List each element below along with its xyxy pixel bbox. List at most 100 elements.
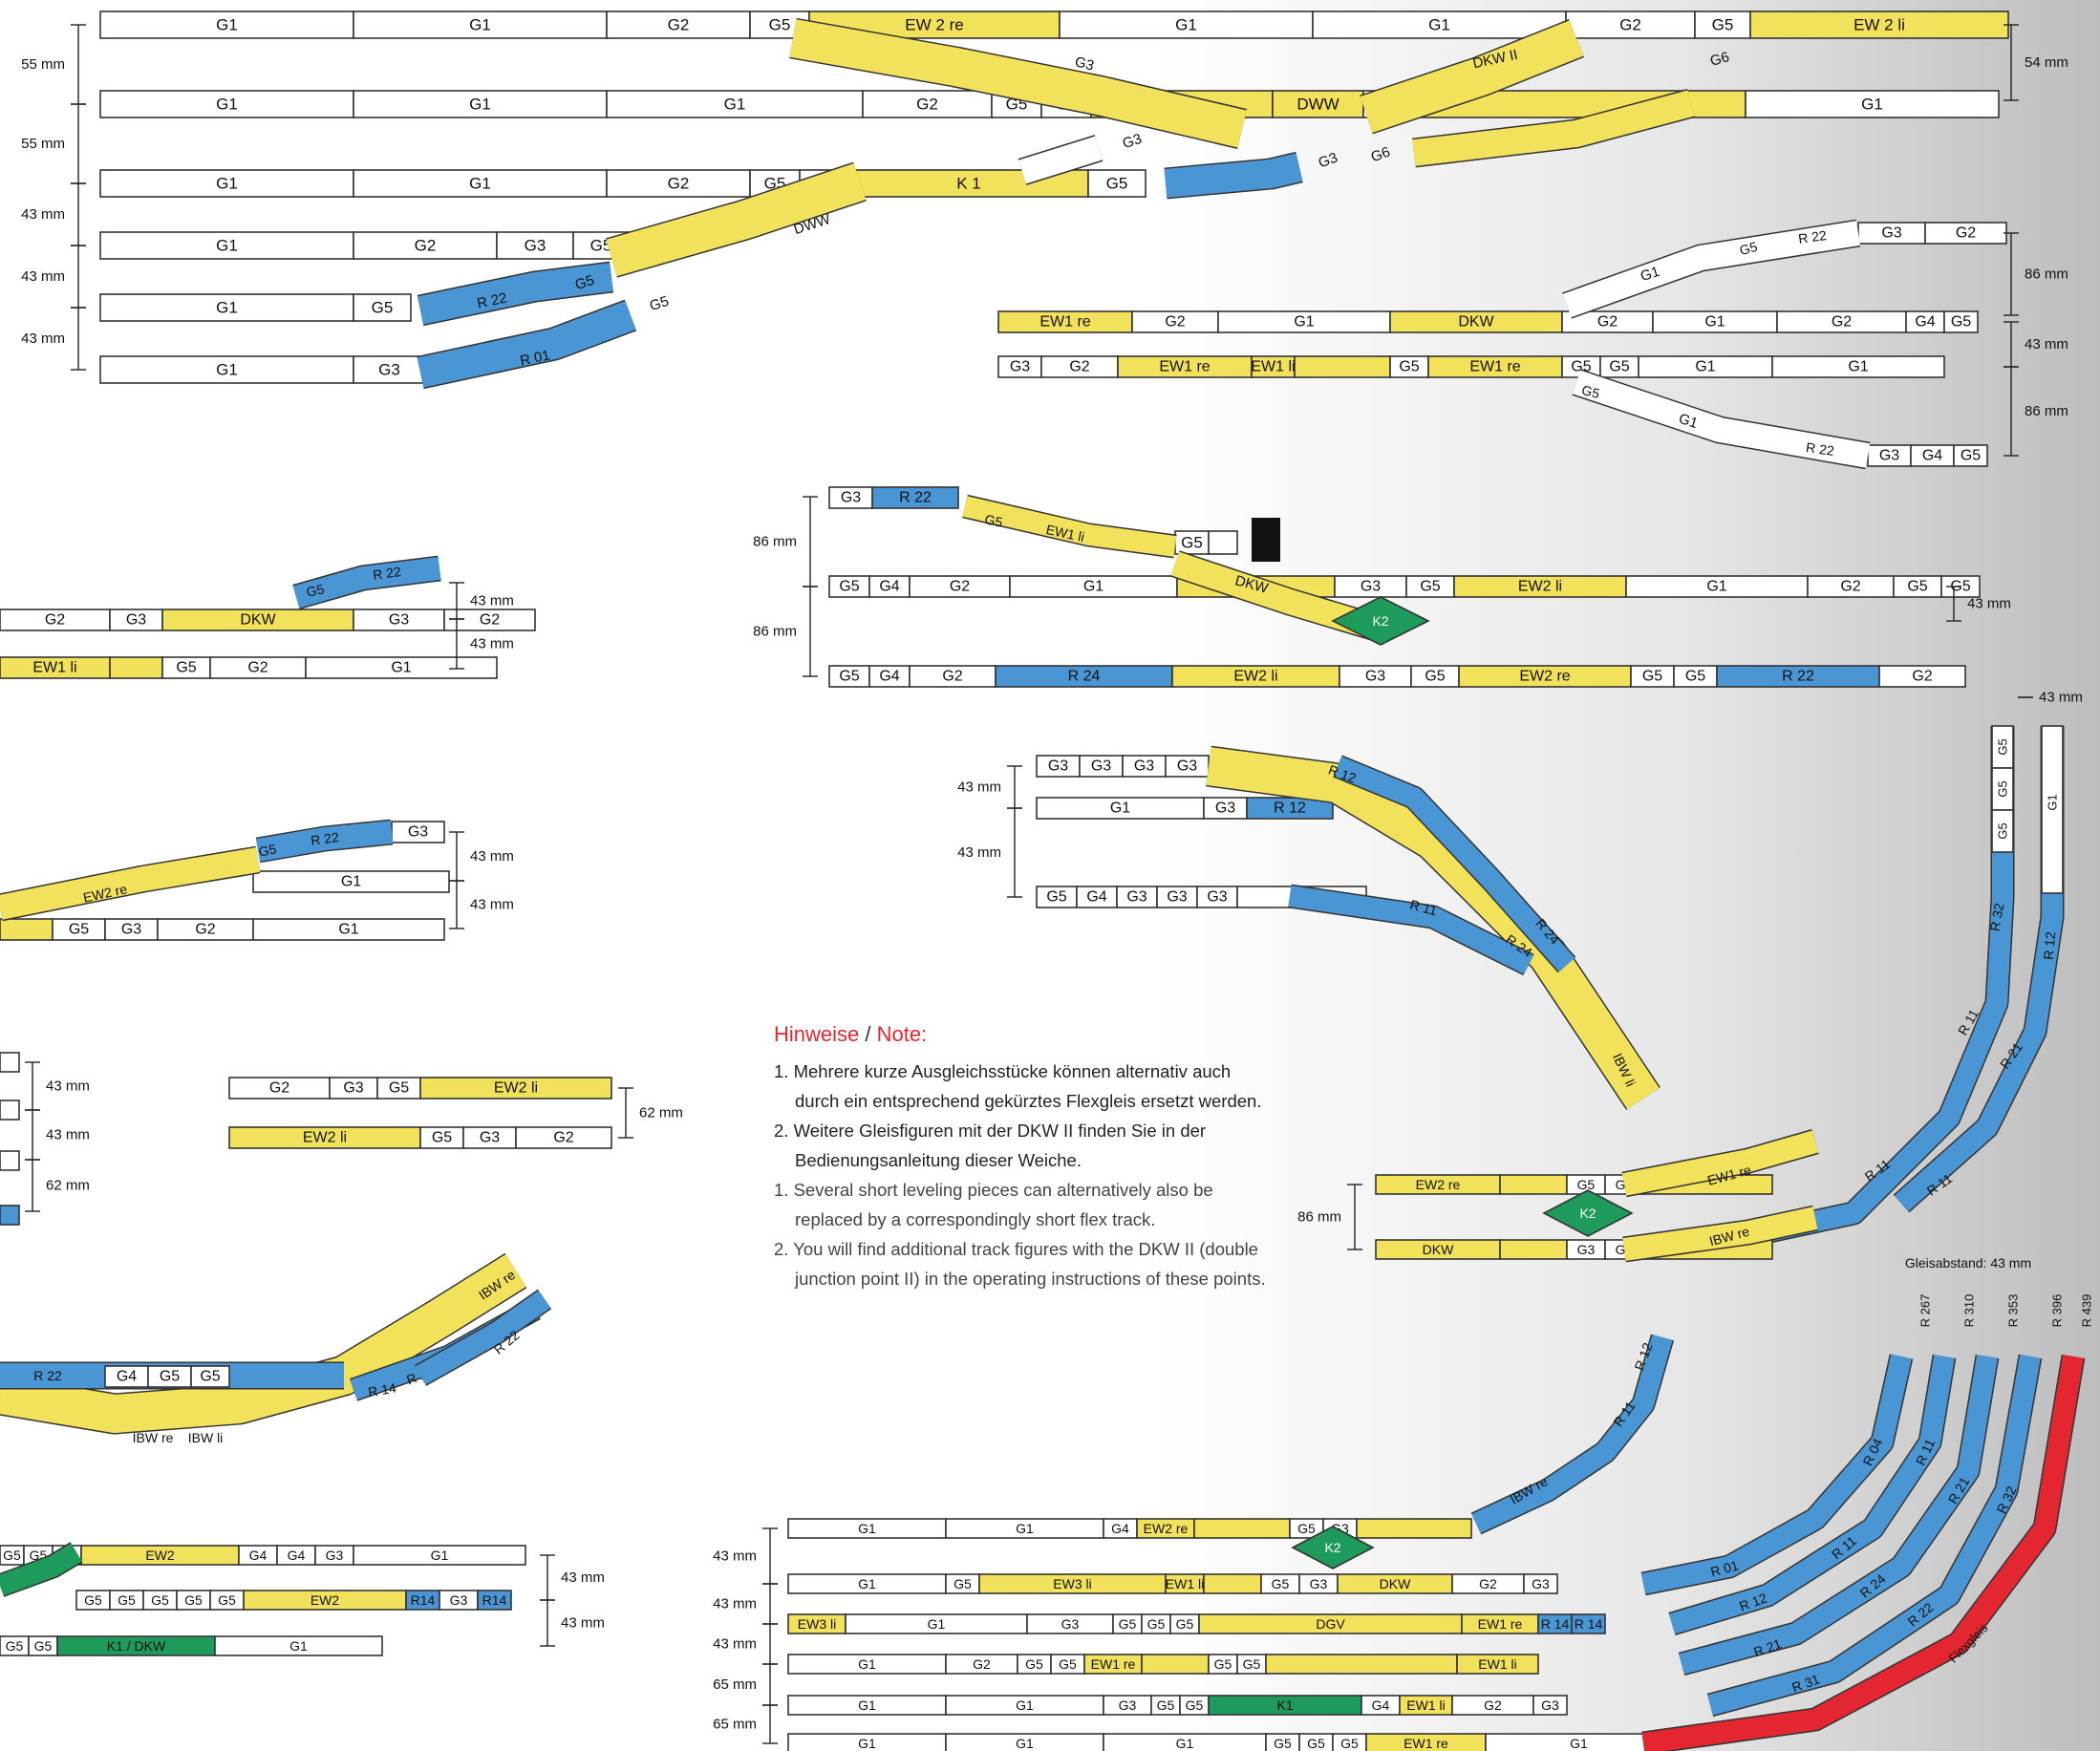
radius-legend-label: R 396 — [2050, 1294, 2065, 1328]
track-label: G5 — [1996, 738, 2010, 755]
track-label: EW1 re — [1091, 1656, 1136, 1672]
track-segment — [1294, 355, 1391, 378]
track-segment — [1499, 1174, 1568, 1195]
track-segment — [109, 656, 163, 679]
dimension-marker — [25, 1109, 40, 1161]
notes-list: 1. Mehrere kurze Ausgleichsstücke können… — [774, 1057, 1271, 1293]
track-label: G5 — [432, 1130, 452, 1146]
track-label: EW3 li — [798, 1616, 836, 1632]
track-label: G1 — [216, 175, 238, 193]
track-label: G3 — [841, 490, 861, 506]
track-label: R 01 — [1709, 1557, 1741, 1579]
track-band — [1641, 1355, 2084, 1751]
track-label: G3 — [1310, 1576, 1328, 1591]
track-segment — [1745, 90, 2000, 118]
track-label: G3 — [1121, 131, 1144, 152]
track-label: G2 — [942, 669, 962, 685]
track-label: R 22 — [476, 289, 509, 311]
track-label: G3 — [408, 824, 428, 841]
track-label: G4 — [1915, 314, 1935, 331]
track-label: K1 / DKW — [107, 1638, 166, 1654]
track-label: R 14 — [1541, 1616, 1570, 1632]
track-label: DKW — [1380, 1576, 1411, 1591]
track-label: EW2 re — [1416, 1177, 1461, 1192]
dimension-marker — [449, 880, 464, 929]
dimension-marker — [762, 1704, 778, 1744]
track-band — [1679, 1355, 1998, 1675]
track-label: G1 — [341, 874, 361, 890]
dimension-marker — [540, 1599, 555, 1647]
track-label: G1 — [216, 361, 238, 379]
track-segment — [1356, 1518, 1472, 1539]
notes-title-de: Hinweise — [774, 1022, 860, 1046]
dimension-marker — [71, 245, 86, 309]
dimension-label: 43 mm — [957, 844, 1001, 861]
track-band — [0, 1254, 526, 1433]
track-label: G2 — [950, 579, 970, 595]
track-label: G5 — [34, 1638, 53, 1654]
track-label: G1 — [1176, 1736, 1194, 1751]
track-segment — [1523, 1573, 1558, 1594]
note-en-2: 2. You will find additional track figure… — [774, 1239, 1266, 1289]
track-label: G1 — [858, 1521, 876, 1536]
track-label: DKW — [1423, 1242, 1454, 1257]
track-label: G3 — [1881, 225, 1901, 242]
track-label: G4 — [117, 1369, 137, 1385]
track-label: EW3 li — [1053, 1576, 1091, 1591]
track-label: G5 — [372, 299, 394, 317]
track-label: EW 2 re — [905, 16, 963, 34]
dimension-label: 65 mm — [713, 1676, 757, 1693]
track-label: G3 — [1207, 889, 1227, 906]
dimension-marker — [71, 103, 86, 184]
dimension-label: 43 mm — [470, 897, 514, 913]
track-label: EW2 li — [1233, 669, 1277, 685]
radius-legend-label: R 439 — [2080, 1294, 2094, 1328]
track-label: G2 — [916, 96, 938, 114]
track-label: G3 — [1532, 1576, 1550, 1591]
track-label: G3 — [126, 612, 146, 629]
track-label: G1 — [469, 175, 491, 193]
track-segment — [99, 90, 354, 118]
track-label: R 22 — [899, 490, 932, 506]
track-label: G5 — [1147, 1616, 1166, 1632]
track-label: G5 — [1580, 382, 1601, 401]
track-segment — [353, 169, 608, 198]
track-label: G5 — [1274, 1736, 1292, 1751]
dimension-label: 43 mm — [1967, 596, 2011, 612]
track-label: G4 — [1372, 1698, 1390, 1713]
dimension-marker — [25, 1159, 40, 1212]
track-label: G1 — [1016, 1521, 1034, 1536]
track-label: G3 — [1134, 758, 1154, 775]
track-label: G5 — [983, 511, 1004, 530]
track-label: G1 — [1016, 1698, 1034, 1713]
track-label: G5 — [218, 1592, 236, 1608]
track-label: G2 — [1484, 1698, 1502, 1713]
buffer-stop-icon — [1252, 518, 1280, 562]
track-label: G1 — [1110, 801, 1130, 817]
dimension-label: 43 mm — [470, 848, 514, 865]
track-band — [1707, 1355, 2041, 1716]
track-band — [789, 19, 1247, 148]
track-band — [606, 163, 867, 277]
track-segment — [1265, 1654, 1458, 1675]
dimension-label: 62 mm — [46, 1178, 90, 1194]
track-label: EW1 li — [1478, 1656, 1516, 1672]
track-label: G5 — [573, 272, 596, 293]
track-segment — [1953, 444, 1988, 467]
track-label: G3 — [1048, 758, 1068, 775]
track-label: G1 — [1706, 579, 1726, 595]
track-label: G5 — [1425, 669, 1445, 685]
track-label: EW1 re — [1478, 1616, 1523, 1632]
track-label: G1 — [216, 16, 238, 34]
track-label: G3 — [1365, 669, 1385, 685]
track-label: EW1 re — [1159, 359, 1210, 375]
track-label: G3 — [1073, 53, 1096, 75]
track-label: R 24 — [1068, 669, 1101, 685]
track-segment — [1087, 169, 1146, 198]
track-label: G1 — [469, 96, 491, 114]
track-label: G1 — [216, 96, 238, 114]
notes-title: Hinweise / Note: — [774, 1022, 1271, 1047]
track-band — [1412, 90, 1695, 166]
dimension-label: 43 mm — [46, 1127, 90, 1143]
dimension-marker — [2004, 366, 2019, 457]
